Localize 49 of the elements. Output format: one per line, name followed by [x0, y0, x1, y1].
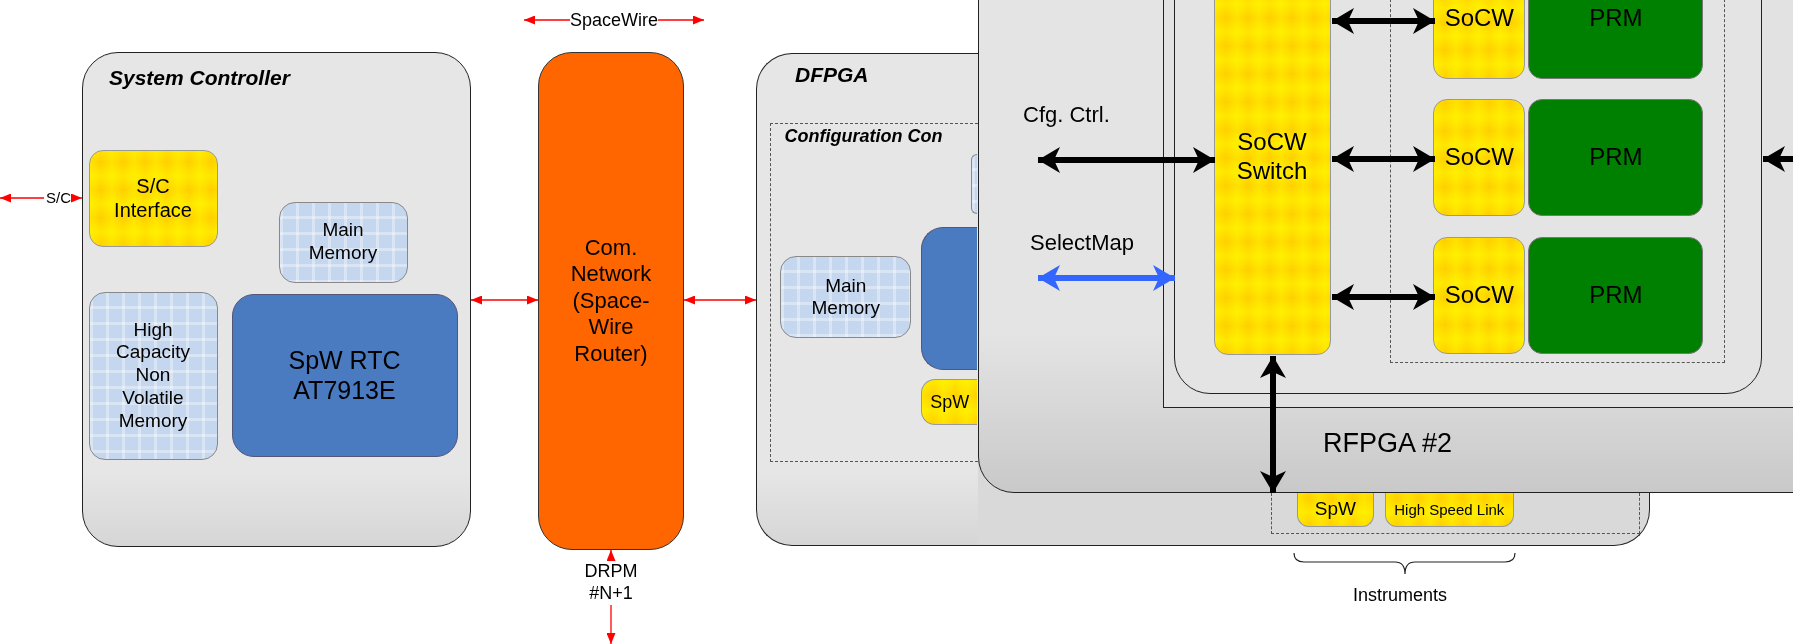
module-block: PRM: [1528, 0, 1704, 80]
edge-label: Cfg. Ctrl.: [1023, 102, 1110, 128]
arrow: [523, 15, 571, 25]
controller-panel: [82, 52, 471, 547]
group-label: Instruments: [1353, 585, 1448, 606]
signal-label: SpaceWire: [570, 9, 658, 33]
block-title: DFPGA: [795, 62, 869, 88]
dashed-region: [769, 122, 978, 462]
interface-block: SoCW: [1433, 99, 1526, 217]
router-block: Com. Network (Space-Wire Router): [538, 52, 684, 550]
processor-block: [921, 227, 978, 371]
switch-block: SoCW Switch: [1213, 0, 1331, 355]
block-title: RFPGA #2: [1323, 427, 1453, 460]
fpga-panel: [756, 53, 978, 546]
module-block: PRM: [1528, 99, 1704, 217]
interface-block: SpW: [1296, 493, 1374, 527]
fpga-panel: [978, 0, 1793, 493]
arrow: [1763, 146, 1793, 172]
module-block: PRM: [1528, 237, 1704, 355]
interface-block: SoCW: [1433, 0, 1526, 80]
dashed-region: [1271, 493, 1640, 534]
block-title: System Controller: [109, 65, 290, 91]
arrow: [1038, 147, 1215, 173]
block-title: Configuration Con: [784, 125, 943, 148]
arrow: [1332, 146, 1435, 172]
arrow: [1332, 284, 1435, 310]
signal-label: DRPM #N+1: [562, 561, 660, 605]
arrow: [683, 295, 757, 305]
interface-block: High Speed Link: [1384, 493, 1514, 527]
memory-block: Main Memory: [278, 201, 408, 283]
memory-block: [971, 154, 978, 215]
arrow: [1260, 356, 1286, 493]
memory-block: High Capacity Non Volatile Memory: [88, 291, 218, 460]
arrow: [71, 193, 83, 203]
processor-block: SpW RTC AT7913E: [231, 293, 458, 457]
interface-block: S/C Interface: [88, 149, 218, 247]
arrow: [470, 295, 539, 305]
arrow: [0, 193, 45, 203]
memory-block: Main Memory: [780, 256, 912, 339]
arrow: [606, 549, 616, 562]
edge-label: SelectMap: [1030, 230, 1134, 256]
arrow: [1332, 8, 1435, 34]
arrow: [606, 604, 616, 644]
interface-block: SpW: [921, 379, 978, 426]
arrow: [1038, 265, 1175, 291]
arrow: [657, 15, 705, 25]
dashed-region: [1389, 0, 1725, 363]
signal-label: S/C: [44, 187, 73, 209]
interface-block: SoCW: [1433, 237, 1526, 355]
